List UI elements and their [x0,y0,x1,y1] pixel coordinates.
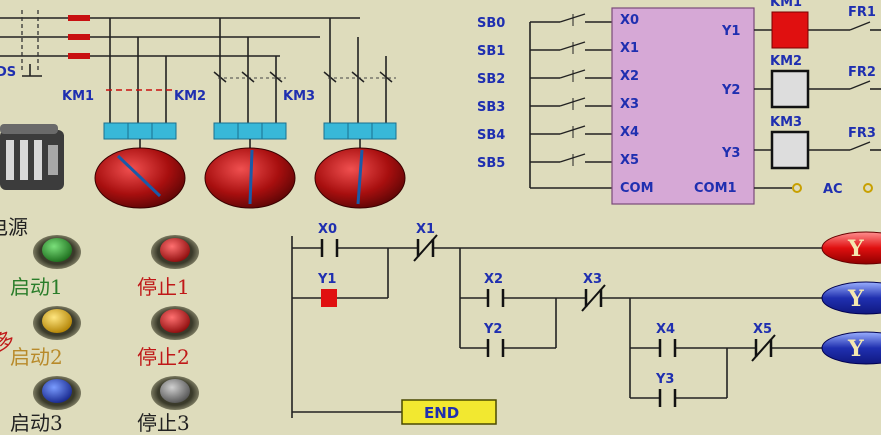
start-label-1: 启动1 [10,275,63,299]
stop-label-2: 停止2 [137,345,190,369]
ladder-coil-y3: Y [821,331,881,365]
plc-input-com: COM [620,181,654,196]
contact-label-y3: Y3 [655,372,674,387]
coil-label-km1: KM1 [770,0,802,10]
coil-label-km2: KM2 [770,54,802,69]
relay-label-fr3: FR3 [848,126,876,141]
contact-label-x0: X0 [318,222,337,237]
plc-input-x3: X3 [620,97,639,112]
end-label: END [424,404,459,422]
contactor-label-km3: KM3 [283,89,315,104]
stop-button-2[interactable] [151,306,199,340]
contactor-label-km2: KM2 [174,89,206,104]
contact-y1-active [321,289,337,307]
contact-x1 [413,234,438,262]
motor-3 [314,147,406,209]
plc-box [611,7,755,205]
start-button-3[interactable] [33,376,81,410]
contact-x5 [751,334,776,362]
start-button-2[interactable] [33,306,81,340]
contact-x2 [486,289,505,307]
motor-2 [204,147,296,209]
switch-label-sb4: SB4 [477,128,505,143]
motor-1 [94,147,186,209]
switch-wiring [529,13,612,189]
ladder-coil-y1: Y [821,231,881,265]
switch-label-sb5: SB5 [477,156,505,171]
plc-output-com1: COM1 [694,181,737,196]
contactor-label-km1: KM1 [62,89,94,104]
plc-input-x1: X1 [620,41,639,56]
contact-label-y2: Y2 [483,322,502,337]
contact-label-x1: X1 [416,222,435,237]
coil-label-km3: KM3 [770,115,802,130]
coil-km3 [770,130,810,170]
coil-km2 [770,69,810,109]
switch-label-sb1: SB1 [477,44,505,59]
switch-label-sb0: SB0 [477,16,505,31]
contact-x0 [320,239,339,257]
ladder-coil-y2-text: Y [847,286,864,312]
ladder-rungs [291,236,825,418]
ladder-coil-y2: Y [821,281,881,315]
start-label-3: 启动3 [10,411,63,435]
power-lines [0,10,360,77]
switch-label-sb2: SB2 [477,72,505,87]
start-button-1[interactable] [33,235,81,269]
fan-fragment [0,124,64,190]
panel-title: 电源 [0,215,28,239]
contact-label-x2: X2 [484,272,503,287]
ladder-coil-y1-text: Y [847,236,864,262]
stop-label-3: 停止3 [137,411,190,435]
stop-button-3[interactable] [151,376,199,410]
ac-label: AC [823,182,843,197]
plc-output-y1: Y1 [721,24,740,39]
coil-km1-active [771,11,809,49]
contact-label-x3: X3 [583,272,602,287]
fuse-label: DS [0,65,16,80]
plc-input-x4: X4 [620,125,639,140]
stop-label-1: 停止1 [137,275,190,299]
contact-y2 [486,339,505,357]
relay-label-fr1: FR1 [848,5,876,20]
thermal-relay-blocks [103,122,397,150]
output-wiring [754,21,881,193]
plc-output-y3: Y3 [721,146,740,161]
contact-x4 [658,339,677,357]
contact-label-y1: Y1 [317,272,336,287]
contactor-wiring [106,18,396,125]
ladder-coil-y3-text: Y [847,336,864,362]
contact-label-x4: X4 [656,322,675,337]
plc-output-y2: Y2 [721,83,740,98]
plc-input-x2: X2 [620,69,639,84]
relay-label-fr2: FR2 [848,65,876,80]
contact-y3 [658,389,677,407]
plc-input-x5: X5 [620,153,639,168]
end-block: END [401,399,497,425]
contact-x3 [581,284,606,312]
contact-label-x5: X5 [753,322,772,337]
switch-label-sb3: SB3 [477,100,505,115]
plc-input-x0: X0 [620,13,639,28]
stop-button-1[interactable] [151,235,199,269]
start-label-2: 启动2 [10,345,63,369]
